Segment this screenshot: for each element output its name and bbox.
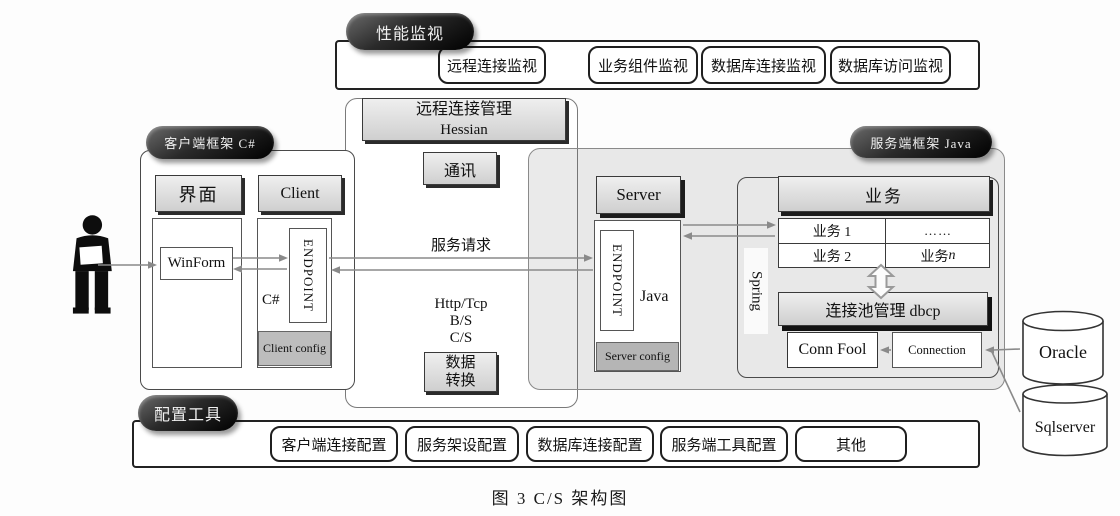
business-1-label: 业务 1 [812, 225, 852, 240]
config-badge: 配置工具 [138, 395, 238, 431]
monitor-item-dbaccess: 数据库访问监视 [830, 46, 951, 84]
server-lang-label: Java [640, 288, 668, 306]
winform-label: WinForm [167, 255, 226, 271]
remote-subtitle: Hessian [440, 121, 488, 138]
business-cell-dots: …… [886, 219, 990, 244]
business-header-box: 业务 [778, 176, 990, 212]
business-n-prefix: 业务 [920, 250, 949, 265]
spring-text: Spring [748, 270, 765, 311]
figure-caption-text: 图 3 C/S 架构图 [491, 489, 629, 508]
connection-label: Connection [908, 342, 966, 357]
oracle-cylinder: Oracle [1019, 308, 1107, 388]
monitor-item-label: 远程连接监视 [446, 58, 537, 75]
remote-title: 远程连接管理 [415, 100, 512, 118]
server-endpoint-label: ENDPOINT [610, 244, 625, 317]
ui-box: 界面 [155, 175, 242, 212]
business-cell-1: 业务 1 [779, 219, 886, 244]
config-item-label: 服务架设配置 [416, 437, 507, 454]
business-cell-n: 业务 n [886, 244, 990, 268]
performance-badge: 性能监视 [346, 13, 474, 50]
config-item-label: 其他 [835, 437, 866, 454]
person-icon [58, 214, 134, 316]
client-endpoint-box: ENDPOINT [289, 228, 327, 323]
config-item-db: 数据库连接配置 [526, 426, 654, 462]
data-transform-box: 数据 转换 [424, 352, 497, 392]
config-badge-label: 配置工具 [153, 407, 222, 424]
transform-line2: 转换 [445, 373, 476, 389]
config-item-servertool: 服务端工具配置 [660, 426, 788, 462]
monitor-item-label: 数据库访问监视 [837, 58, 943, 75]
connection-box: Connection [892, 332, 982, 368]
business-dots-label: …… [924, 223, 952, 238]
oracle-label: Oracle [1039, 342, 1087, 362]
client-badge-label: 客户端框架 C# [164, 136, 256, 151]
service-request-label: 服务请求 [388, 234, 534, 254]
pool-box: 连接池管理 dbcp [778, 292, 988, 326]
config-item-label: 数据库连接配置 [537, 437, 643, 454]
ui-container [152, 218, 242, 368]
server-badge: 服务端框架 Java [850, 126, 992, 158]
spring-label: Spring [744, 248, 768, 334]
config-item-client: 客户端连接配置 [270, 426, 398, 462]
client-lang-text: C# [262, 292, 280, 308]
comm-box: 通讯 [423, 152, 497, 185]
sqlserver-cylinder: Sqlserver [1019, 382, 1111, 460]
config-item-label: 客户端连接配置 [281, 437, 387, 454]
business-2-label: 业务 2 [812, 250, 852, 265]
server-lang-text: Java [640, 288, 669, 305]
business-header-label: 业务 [865, 186, 903, 206]
server-config-box: Server config [596, 342, 679, 371]
winform-box: WinForm [160, 247, 233, 280]
pool-label: 连接池管理 dbcp [825, 303, 941, 320]
service-request-text: 服务请求 [430, 237, 491, 254]
client-config-label: Client config [263, 341, 326, 355]
transform-line1: 数据 [445, 355, 476, 371]
server-box: Server [596, 176, 681, 214]
client-lang-label: C# [262, 292, 280, 309]
client-endpoint-label: ENDPOINT [301, 239, 316, 312]
ui-label: 界面 [178, 184, 219, 205]
server-endpoint-box: ENDPOINT [600, 230, 634, 331]
client-config-box: Client config [258, 331, 331, 366]
config-item-service: 服务架设配置 [405, 426, 519, 462]
business-cell-2: 业务 2 [779, 244, 886, 268]
performance-badge-label: 性能监视 [375, 25, 444, 43]
connpool-box: Conn Fool [787, 332, 878, 368]
business-grid: 业务 1 …… 业务 2 业务 n [778, 218, 990, 268]
comm-label: 通讯 [443, 162, 476, 180]
config-item-label: 服务端工具配置 [671, 437, 777, 454]
protocol-bs: B/S [449, 313, 473, 329]
client-badge: 客户端框架 C# [146, 126, 274, 159]
monitor-item-remote: 远程连接监视 [438, 46, 546, 84]
protocol-http-tcp: Http/Tcp [434, 296, 488, 312]
client-label: Client [280, 184, 320, 202]
monitor-item-business: 业务组件监视 [588, 46, 698, 84]
monitor-item-dbconn: 数据库连接监视 [701, 46, 826, 84]
monitor-item-label: 业务组件监视 [597, 58, 688, 75]
config-item-other: 其他 [795, 426, 907, 462]
business-n-var: n [948, 248, 956, 263]
sqlserver-label: Sqlserver [1035, 419, 1096, 436]
client-box: Client [258, 175, 342, 212]
connpool-label: Conn Fool [798, 341, 867, 358]
server-config-label: Server config [605, 349, 670, 363]
remote-header-box: 远程连接管理 Hessian [362, 98, 566, 141]
protocol-labels: Http/Tcp B/S C/S [388, 296, 534, 347]
figure-caption: 图 3 C/S 架构图 [0, 484, 1120, 509]
server-label: Server [616, 185, 661, 204]
monitor-item-label: 数据库连接监视 [710, 58, 816, 75]
server-badge-label: 服务端框架 Java [870, 135, 972, 151]
protocol-cs: C/S [449, 330, 473, 346]
